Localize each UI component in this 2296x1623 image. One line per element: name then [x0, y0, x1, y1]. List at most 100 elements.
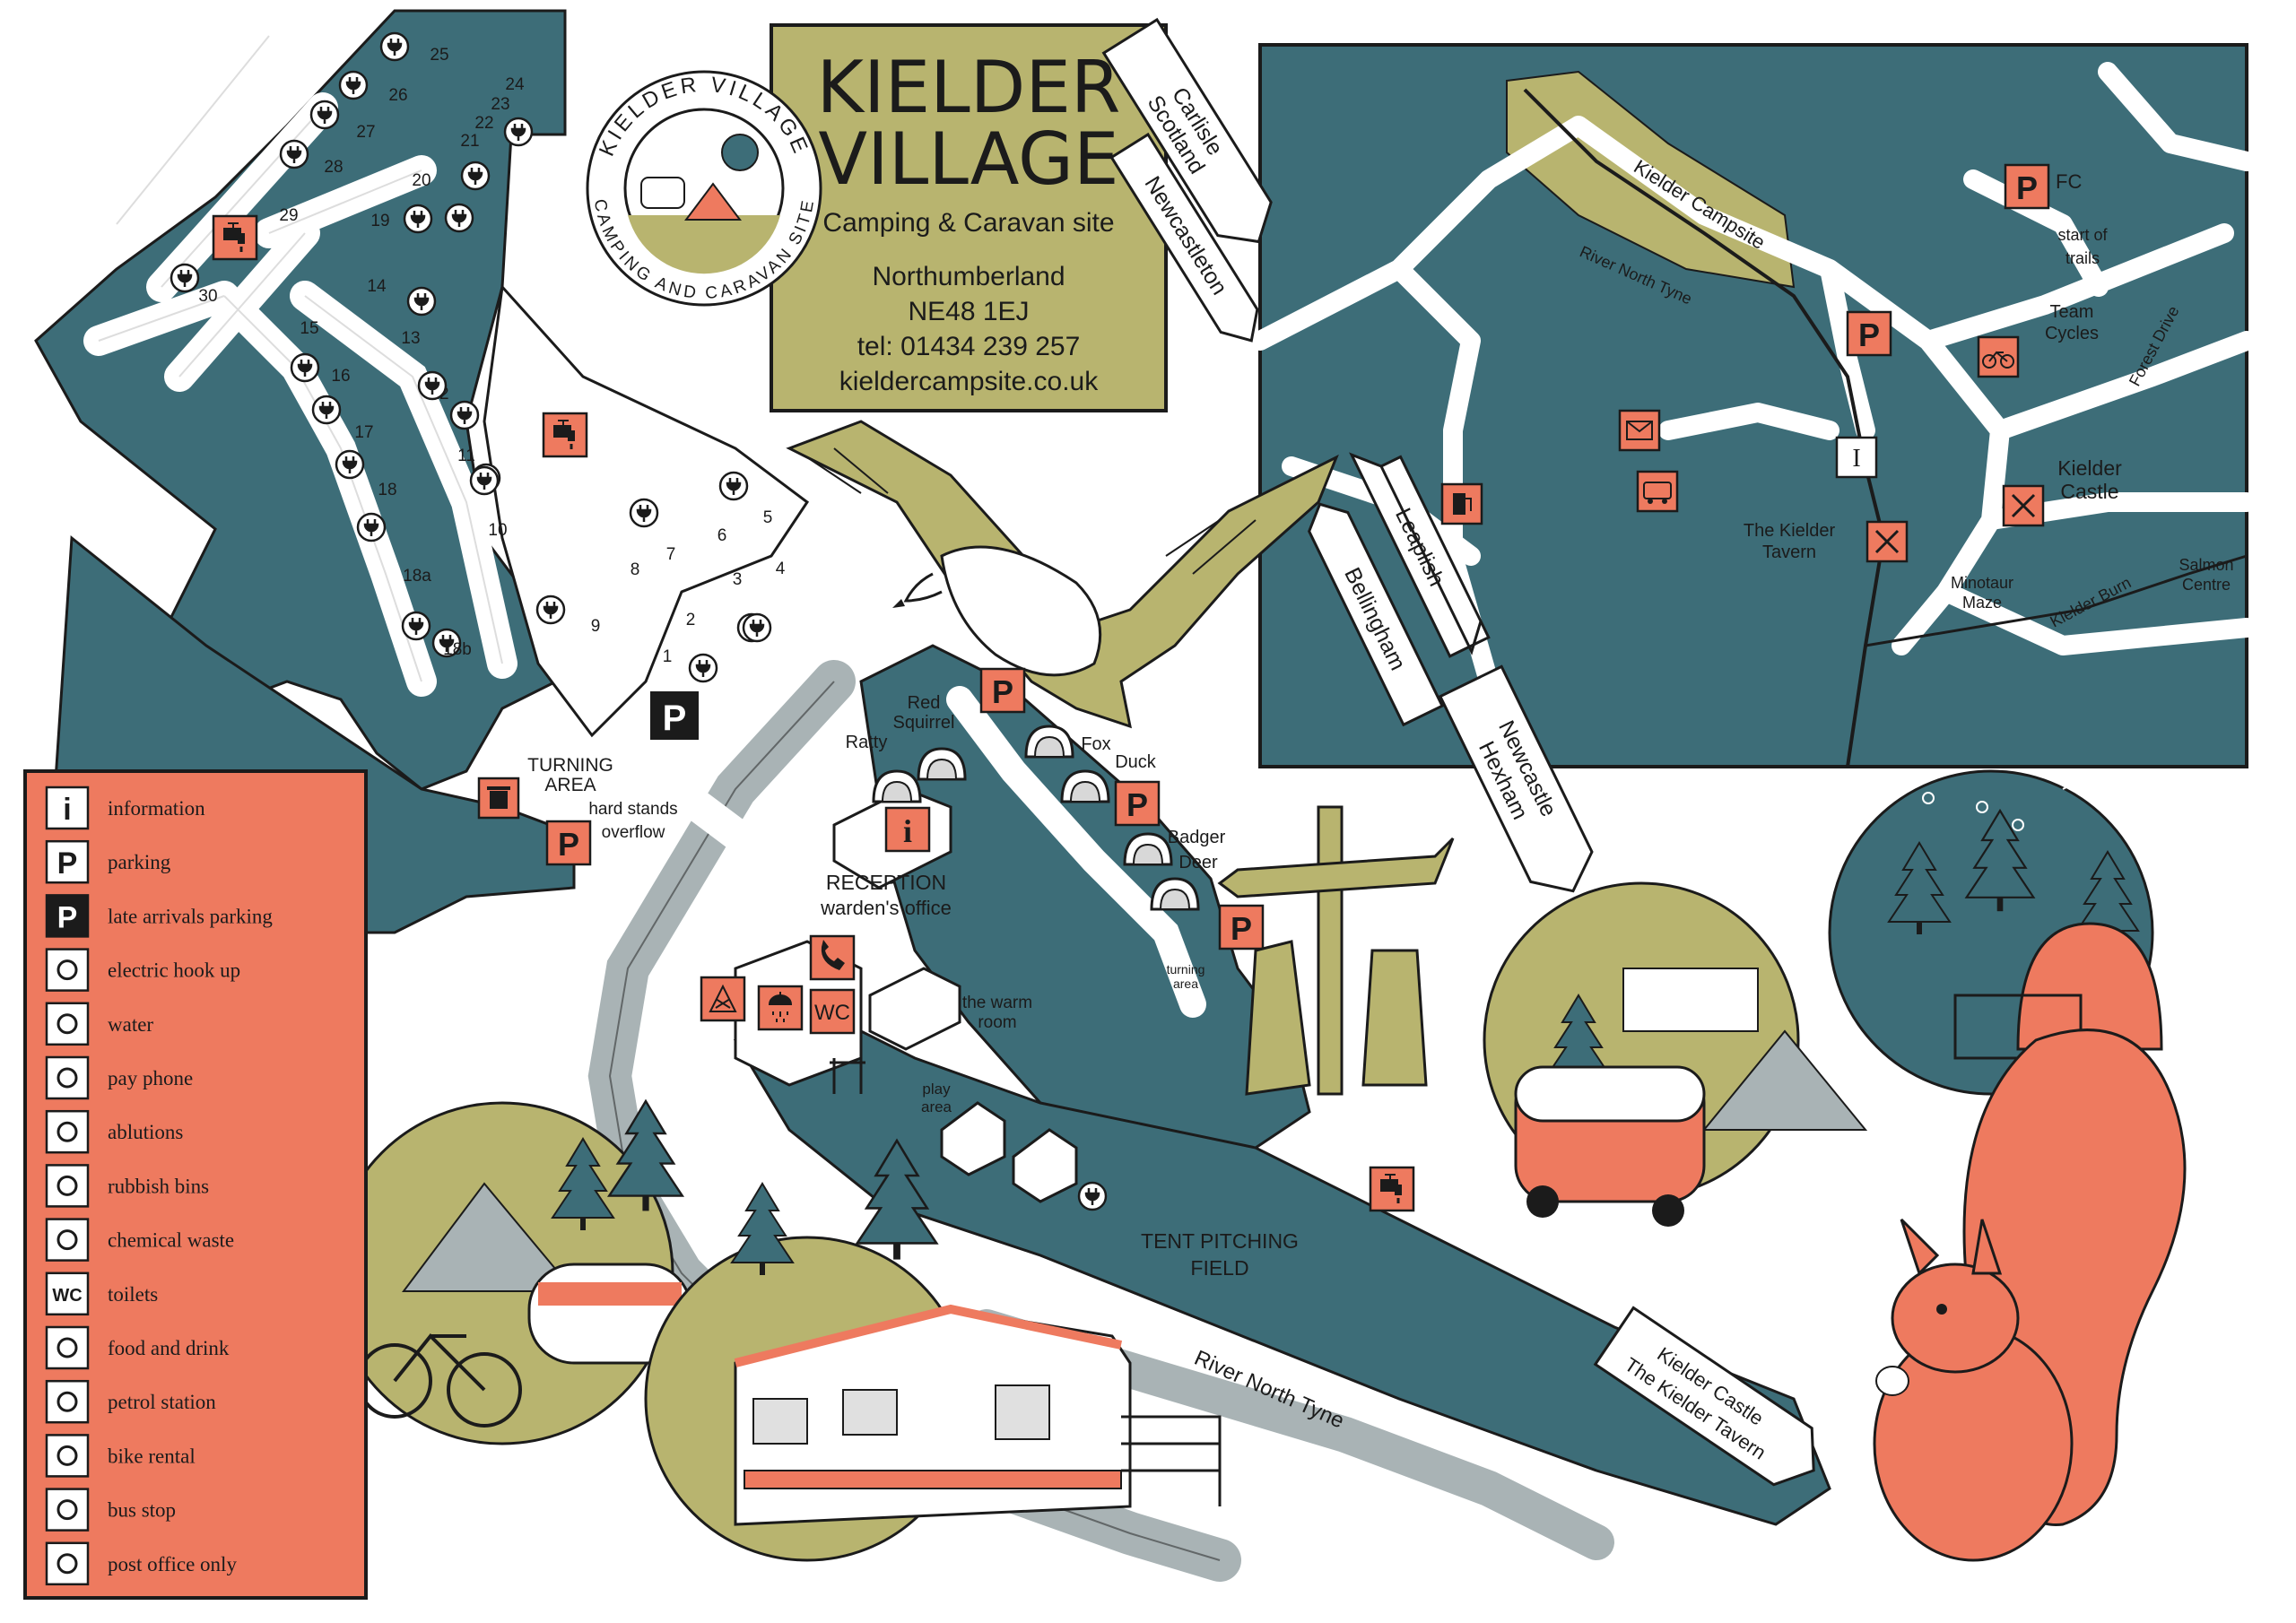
inset-label-minotaur-1: Minotaur — [1951, 574, 2013, 592]
pitch-number-5: 5 — [763, 508, 773, 527]
electric-hookup-icon[interactable] — [718, 471, 749, 501]
label-pod-ratty: Ratty — [846, 733, 888, 752]
legend-item-food-drink: food and drink — [45, 1325, 230, 1370]
electric-hookup-icon[interactable] — [460, 161, 491, 191]
electric-hookup-icon[interactable] — [356, 512, 387, 542]
electric-hookup-icon[interactable] — [170, 263, 200, 293]
inset-label-tavern-2: Tavern — [1762, 542, 1816, 562]
electric-hookup-icon[interactable] — [290, 352, 320, 383]
illustration-caravan-bike — [330, 1099, 710, 1445]
pod-badger — [1123, 832, 1173, 866]
site-subtitle: Camping & Caravan site — [822, 208, 1114, 238]
legend-label: toilets — [108, 1283, 158, 1306]
shower-marker[interactable] — [757, 985, 804, 1031]
pitch-number-23: 23 — [491, 95, 509, 114]
svg-text:P: P — [57, 900, 78, 934]
label-pod-deer: Deer — [1178, 853, 1218, 872]
electric-hookup-icon[interactable] — [503, 117, 534, 147]
inset-label-team-cycles-2: Cycles — [2045, 324, 2099, 343]
pitch-number-28: 28 — [324, 158, 343, 177]
legend-item-bike: bike rental — [45, 1434, 196, 1478]
water-tap-marker-field[interactable] — [1369, 1166, 1415, 1212]
electric-hookup-icon[interactable] — [688, 653, 718, 683]
parking-marker-overflow[interactable]: P — [545, 820, 592, 866]
pitch-number-29: 29 — [279, 206, 298, 225]
food-drink-icon — [45, 1325, 90, 1370]
inset-campsite-parking-icon: P — [1846, 310, 1892, 357]
pitch-number-3: 3 — [733, 570, 743, 589]
late-arrivals-parking-marker[interactable]: P — [650, 691, 699, 740]
label-hard-stands-1: hard stands — [588, 800, 677, 819]
field-hookup-marker[interactable] — [1077, 1181, 1108, 1211]
pitch-number-30: 30 — [198, 287, 217, 306]
illustration-campervan — [1483, 881, 1868, 1227]
water-tap-marker-central[interactable] — [542, 412, 588, 458]
osprey-illustration — [786, 420, 1339, 729]
pitch-number-18a: 18a — [403, 567, 431, 586]
site-website[interactable]: kieldercampsite.co.uk — [839, 367, 1099, 396]
electric-hookup-icon[interactable] — [535, 595, 566, 625]
parking-marker-squirrel[interactable]: P — [979, 667, 1026, 714]
campsite-badge-logo: KIELDER VILLAGE CAMPING AND CARAVAN SITE — [586, 70, 822, 307]
info-icon — [45, 785, 90, 830]
legend-item-bus: bus stop — [45, 1488, 176, 1532]
svg-text:P: P — [663, 699, 687, 738]
inset-castle-food-icon — [2002, 484, 2045, 527]
legend-label: water — [108, 1013, 153, 1036]
chemical-waste-marker[interactable] — [700, 976, 746, 1022]
electric-hookup-icon[interactable] — [379, 31, 410, 62]
inset-info-marker: I — [1835, 436, 1878, 479]
electric-hookup-icon[interactable] — [279, 139, 309, 169]
svg-text:P: P — [992, 673, 1013, 710]
inset-river — [1523, 88, 1886, 768]
pitch-number-4: 4 — [776, 560, 786, 578]
electric-hookup-icon[interactable] — [742, 612, 772, 643]
pitch-number-17: 17 — [354, 423, 373, 442]
inset-post-icon — [1618, 409, 1661, 452]
electric-hookup-icon — [45, 948, 90, 992]
parking-marker-deer[interactable]: P — [1218, 904, 1265, 950]
electric-hookup-icon[interactable] — [309, 100, 340, 130]
caravan-roads — [83, 21, 517, 697]
electric-hookup-icon[interactable] — [311, 395, 342, 425]
electric-hookup-icon[interactable] — [406, 286, 437, 317]
label-pod-red-squirrel-2: Squirrel — [893, 713, 955, 733]
electric-hookup-icon[interactable] — [444, 203, 474, 233]
site-title-line2: VILLAGE — [818, 117, 1118, 201]
legend-label: pay phone — [108, 1067, 193, 1089]
pitch-number-22: 22 — [474, 114, 493, 133]
electric-hookup-icon[interactable] — [401, 611, 431, 641]
svg-text:P: P — [1126, 786, 1148, 823]
legend-label: chemical waste — [108, 1229, 234, 1252]
toilets-marker[interactable]: WC — [809, 988, 856, 1035]
water-tap-marker-north[interactable] — [212, 214, 258, 261]
electric-hookup-icon[interactable] — [449, 400, 480, 430]
electric-hookup-icon[interactable] — [338, 70, 369, 100]
bus-icon — [45, 1488, 90, 1532]
legend-label: bus stop — [108, 1499, 176, 1522]
pitch-number-8: 8 — [631, 560, 640, 579]
electric-hookup-icon[interactable] — [403, 204, 433, 234]
inset-bus-icon — [1636, 470, 1679, 513]
electric-hookup-icon[interactable] — [469, 465, 500, 496]
phone-marker[interactable] — [809, 934, 856, 981]
inset-label-start-trails-2: trails — [2066, 249, 2100, 267]
label-wardens-office: warden's office — [820, 897, 952, 919]
electric-hookup-icon[interactable] — [417, 370, 448, 401]
inset-label-kielder-castle-1: Kielder — [2057, 456, 2122, 480]
electric-hookup-icon[interactable] — [335, 449, 365, 480]
reception-info-marker[interactable]: i — [884, 806, 931, 853]
illustration-static-caravan — [644, 1139, 1222, 1562]
electric-hookup-icon[interactable] — [629, 498, 659, 528]
inset-bike-icon — [1977, 335, 2020, 378]
label-small-turning-2: area — [1173, 976, 1198, 991]
legend-label: rubbish bins — [108, 1175, 209, 1197]
label-warm-room-1: the warm — [962, 994, 1032, 1012]
label-pod-duck: Duck — [1115, 752, 1157, 772]
inset-label-kielder-castle-2: Castle — [2060, 480, 2118, 503]
legend-item-post: post office only — [45, 1541, 237, 1586]
parking-marker-duck[interactable]: P — [1114, 780, 1161, 827]
shower-icon — [45, 1109, 90, 1154]
